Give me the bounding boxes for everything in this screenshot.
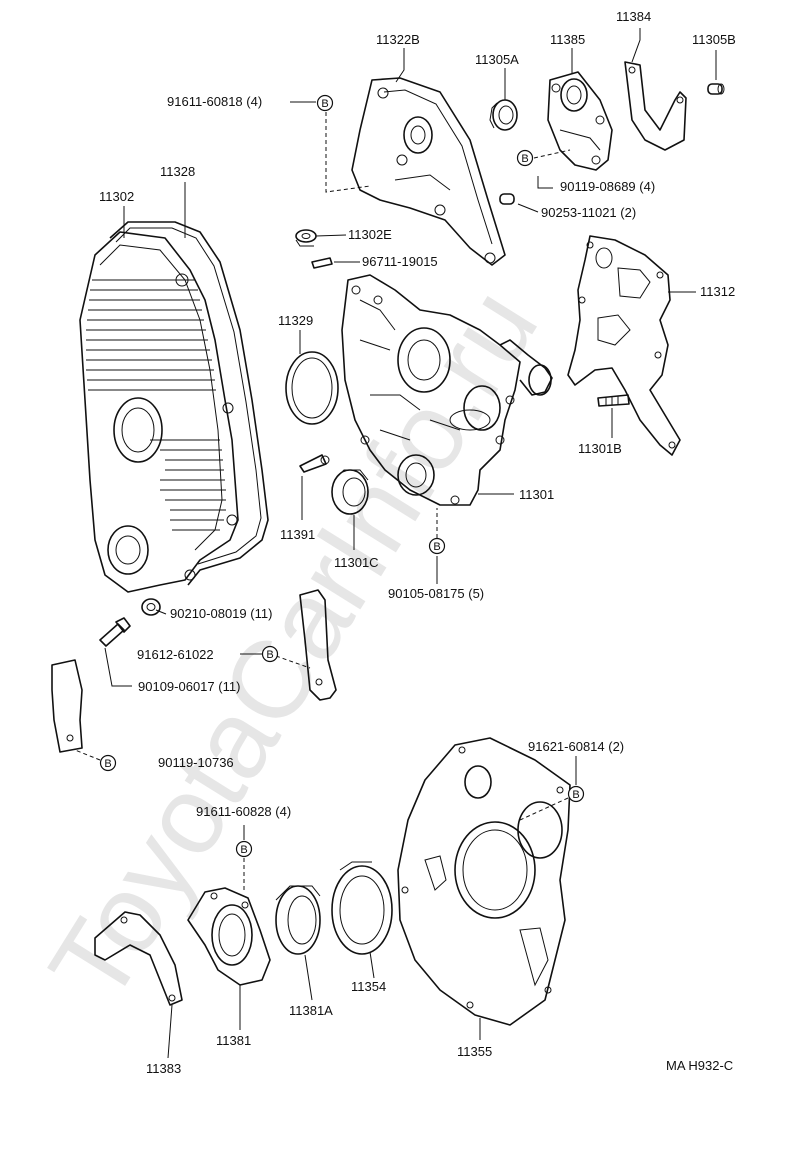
label-91611-60828: 91611-60828 (4) <box>196 804 291 819</box>
oil-seal-11381A <box>275 885 321 955</box>
gasket-11312 <box>567 235 681 456</box>
bolt-90109 <box>99 617 131 647</box>
label-11322B: 11322B <box>376 32 420 47</box>
label-90119-10736: 90119-10736 <box>158 755 234 770</box>
gasket-11328 <box>109 221 269 586</box>
bolt-marker-4: B <box>261 645 279 663</box>
bolt-marker-5: B <box>99 754 117 772</box>
retainer-11381 <box>187 887 271 986</box>
bolt-marker-7: B <box>235 840 253 858</box>
svg-text:B: B <box>104 758 111 770</box>
label-11302E: 11302E <box>348 227 392 242</box>
nut-90210 <box>141 598 161 616</box>
label-91612-61022: 91612-61022 <box>137 647 214 662</box>
bolt-marker-2: B <box>516 149 534 167</box>
label-11301C: 11301C <box>334 555 379 570</box>
svg-text:B: B <box>521 153 528 165</box>
svg-text:B: B <box>321 98 328 110</box>
label-11355: 11355 <box>457 1044 492 1059</box>
svg-text:B: B <box>433 541 440 553</box>
pin-90253 <box>499 193 515 205</box>
stud-11301B <box>597 394 630 407</box>
gasket-11384 <box>624 61 687 151</box>
oil-seal-11354 <box>331 861 393 955</box>
label-11301B: 11301B <box>578 441 622 456</box>
end-plate-11355 <box>397 737 571 1026</box>
label-90109-06017: 90109-06017 (11) <box>138 679 240 694</box>
label-11381A: 11381A <box>289 1003 333 1018</box>
o-ring-11329 <box>285 351 339 425</box>
label-90210-08019: 90210-08019 (11) <box>170 606 272 621</box>
label-11383: 11383 <box>146 1061 181 1076</box>
part-labels: 11384 11305B 11322B 11385 11305A 91611-6… <box>99 9 736 1076</box>
figure-code: MA H932-C <box>666 1058 733 1073</box>
bolt-marker-1: B <box>316 94 334 112</box>
bolt-marker-3: B <box>428 537 446 555</box>
label-90119-08689: 90119-08689 (4) <box>560 179 655 194</box>
label-91621-60814: 91621-60814 (2) <box>528 739 624 754</box>
bracket-right <box>299 589 337 701</box>
label-11301: 11301 <box>519 487 554 502</box>
label-11329: 11329 <box>278 313 313 328</box>
bolt-marker-6: B <box>567 785 585 803</box>
label-11381: 11381 <box>216 1033 251 1048</box>
bracket-left <box>51 659 83 753</box>
label-11328: 11328 <box>160 164 195 179</box>
svg-text:B: B <box>572 789 579 801</box>
label-11302: 11302 <box>99 189 134 204</box>
pin-11391 <box>299 454 330 473</box>
clip-11302E <box>295 229 317 247</box>
gasket-11383 <box>94 911 183 1006</box>
label-96711-19015: 96711-19015 <box>362 254 438 269</box>
gear-case-11301 <box>341 274 553 506</box>
plug-11305B <box>707 83 725 95</box>
svg-text:B: B <box>240 844 247 856</box>
label-11354: 11354 <box>351 979 386 994</box>
svg-text:B: B <box>266 649 273 661</box>
label-91611-60818: 91611-60818 (4) <box>167 94 262 109</box>
plug-96711 <box>311 257 333 269</box>
timing-cover-11302 <box>79 231 239 593</box>
label-90105-08175: 90105-08175 (5) <box>388 586 484 601</box>
label-90253-11021: 90253-11021 (2) <box>541 205 636 220</box>
upper-cover-11322B <box>351 77 506 266</box>
oil-seal-11301C <box>331 469 369 515</box>
oil-seal-11305A <box>489 99 518 131</box>
label-11312: 11312 <box>700 284 735 299</box>
housing-11385 <box>547 71 613 171</box>
label-11384: 11384 <box>616 9 651 24</box>
label-11305B: 11305B <box>692 32 736 47</box>
leader-lines <box>74 28 717 1059</box>
label-11391: 11391 <box>280 527 315 542</box>
label-11385: 11385 <box>550 32 585 47</box>
label-11305A: 11305A <box>475 52 519 67</box>
